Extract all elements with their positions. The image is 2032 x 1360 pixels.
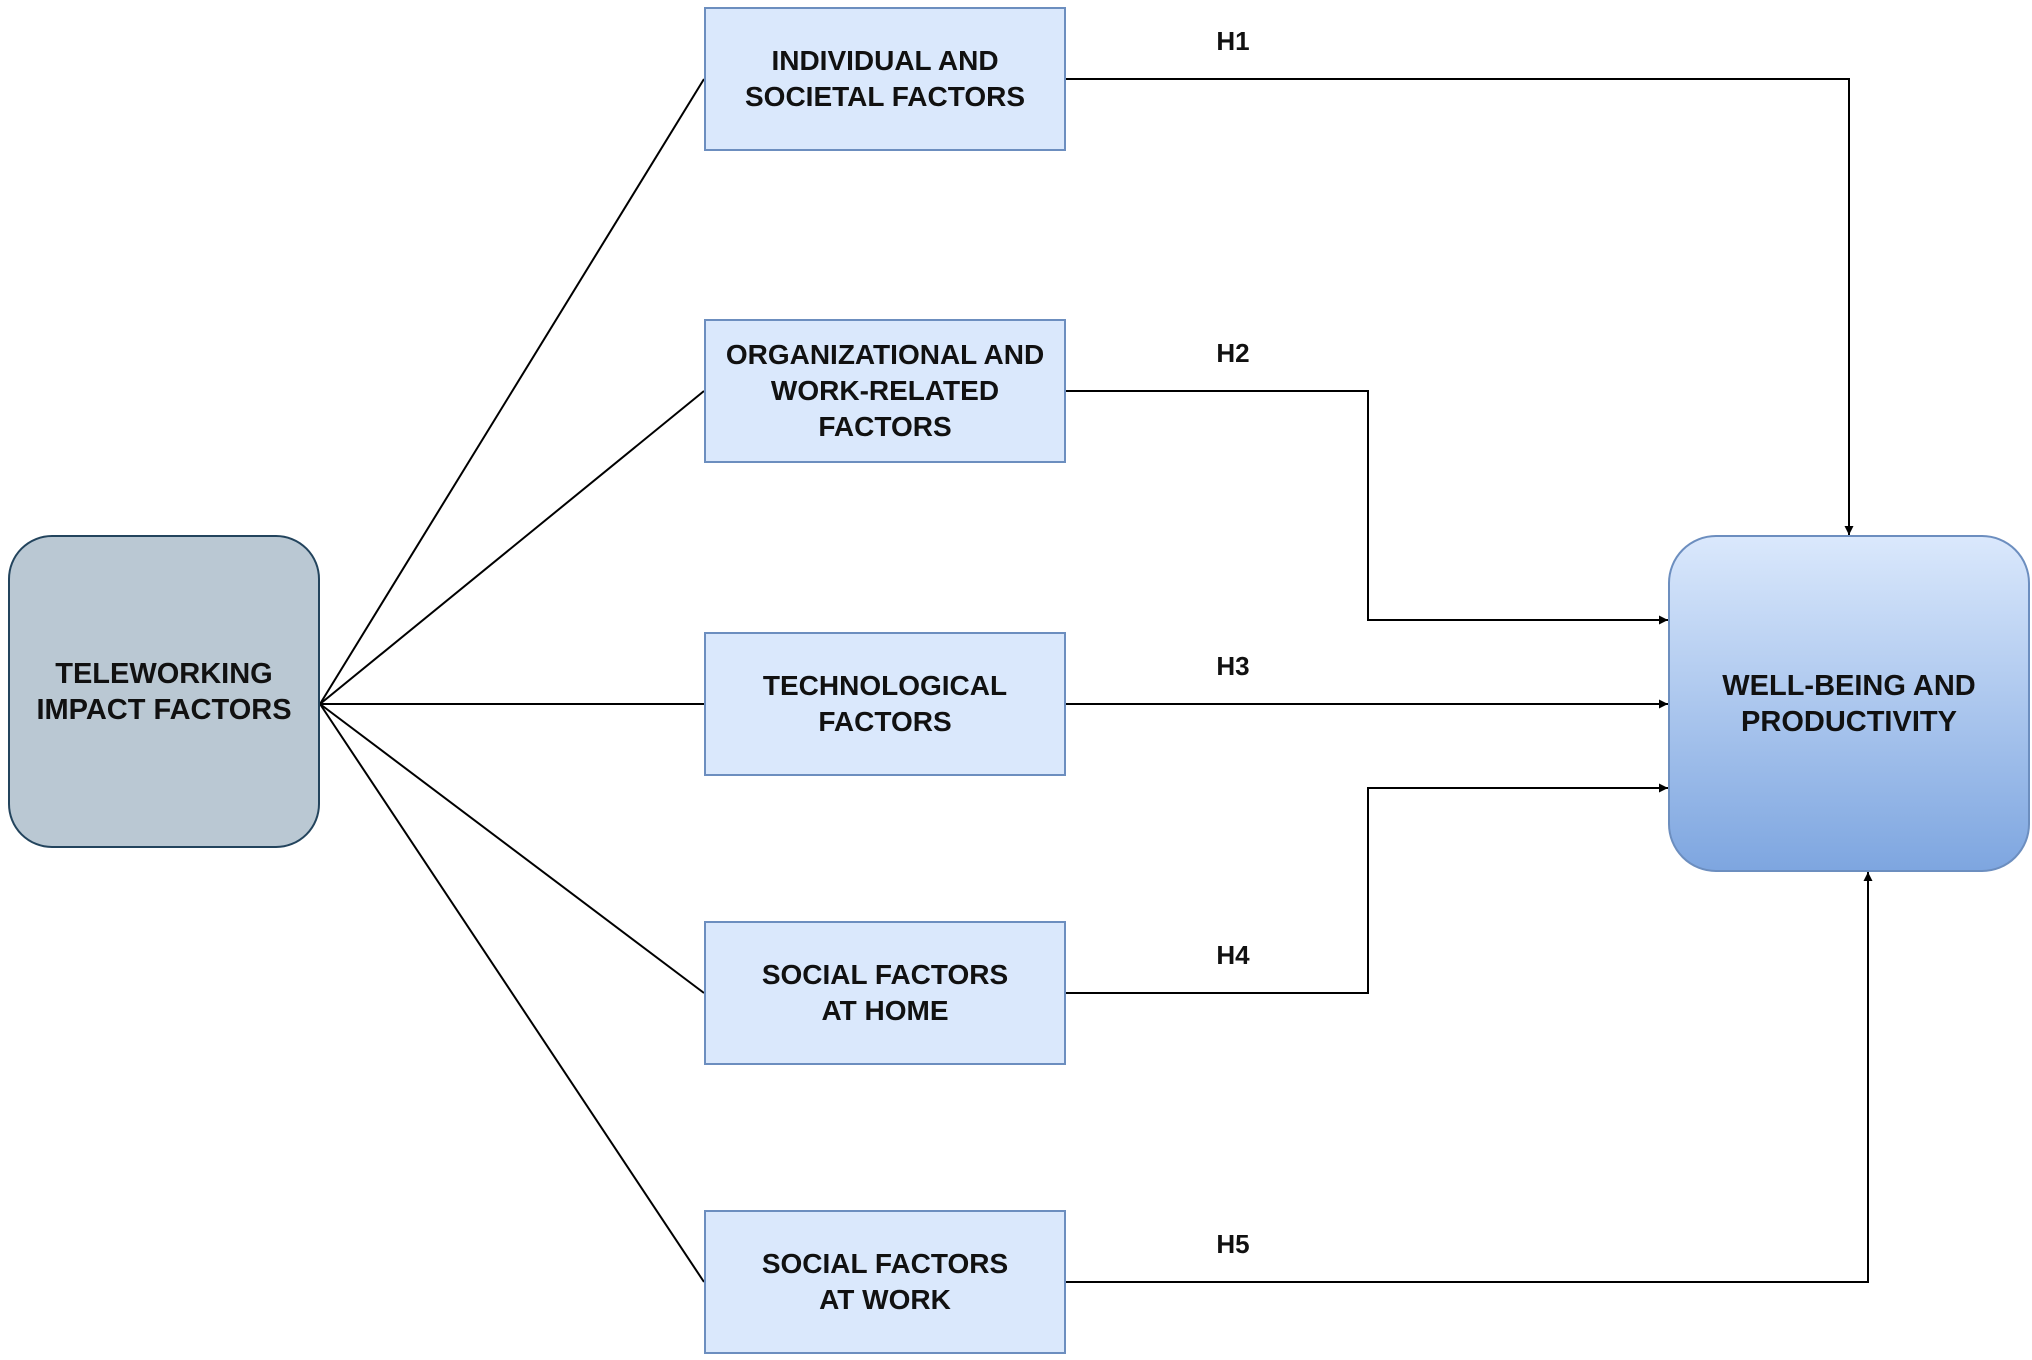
factor-label: ORGANIZATIONAL AND WORK-RELATED FACTORS [725, 339, 1045, 442]
factor-label: INDIVIDUAL AND SOCIETAL FACTORS [744, 45, 1026, 112]
hypothesis-label-h1: H1 [1216, 26, 1250, 56]
hypothesis-arrow-4 [1066, 783, 1668, 994]
hypothesis-label-h4: H4 [1216, 940, 1250, 970]
factor-node-social-work: SOCIAL FACTORS AT WORK [704, 1210, 1066, 1354]
factor-node-organizational-work: ORGANIZATIONAL AND WORK-RELATED FACTORS [704, 319, 1066, 463]
factor-node-social-home: SOCIAL FACTORS AT HOME [704, 921, 1066, 1065]
factor-label: SOCIAL FACTORS AT WORK [761, 1248, 1009, 1315]
source-node-label: TELEWORKING IMPACT FACTORS [36, 657, 292, 726]
link-source-to-factor-4 [319, 703, 705, 994]
hypothesis-arrow-5 [1066, 872, 1873, 1283]
link-source-to-factor-2 [319, 390, 705, 705]
hypothesis-label-h2: H2 [1216, 338, 1250, 368]
teleworking-impact-factors-node: TELEWORKING IMPACT FACTORS [8, 535, 320, 848]
target-node-label: WELL-BEING AND PRODUCTIVITY [1722, 669, 1976, 738]
factor-node-technological: TECHNOLOGICAL FACTORS [704, 632, 1066, 776]
hypothesis-label-h5: H5 [1216, 1229, 1250, 1259]
factor-node-individual-societal: INDIVIDUAL AND SOCIETAL FACTORS [704, 7, 1066, 151]
hypothesis-arrow-1 [1066, 78, 1854, 535]
link-source-to-factor-1 [319, 78, 705, 705]
link-source-to-factor-5 [319, 703, 705, 1283]
hypothesis-label-h3: H3 [1216, 651, 1250, 681]
hypothesis-arrow-2 [1066, 390, 1668, 625]
factor-label: TECHNOLOGICAL FACTORS [762, 670, 1008, 737]
factor-label: SOCIAL FACTORS AT HOME [761, 959, 1009, 1026]
well-being-productivity-node: WELL-BEING AND PRODUCTIVITY [1668, 535, 2030, 872]
